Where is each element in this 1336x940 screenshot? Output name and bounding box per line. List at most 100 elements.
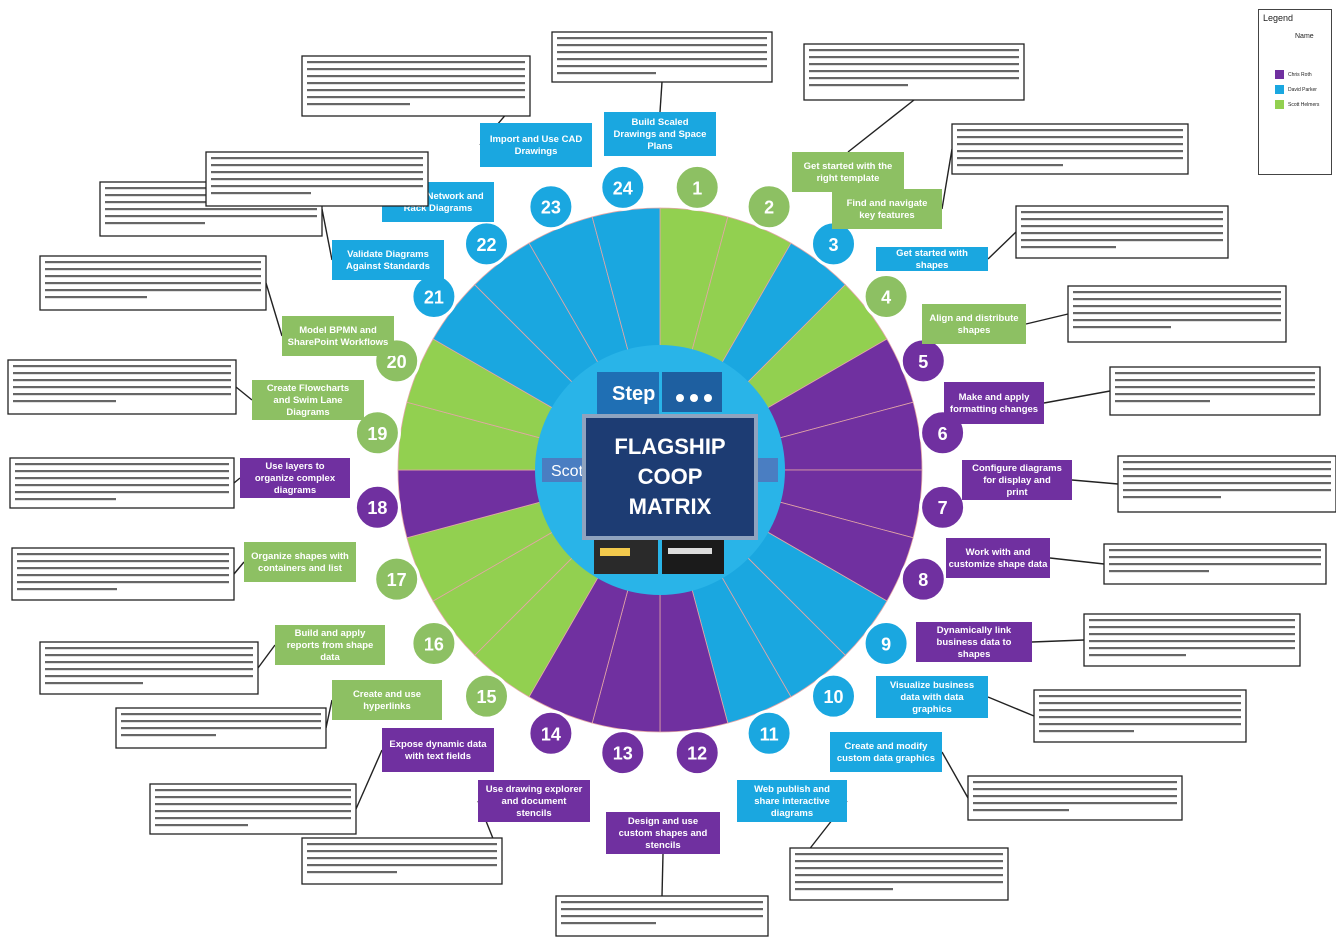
- connector-line: [1031, 639, 1085, 643]
- legend-entry-name: Chris Roth: [1288, 71, 1312, 78]
- note-text-line: [557, 51, 767, 54]
- topic-label-box: [604, 112, 716, 156]
- note-text-line: [561, 915, 763, 918]
- topic-label-text: Drawings and Space: [614, 129, 707, 140]
- note-text-line: [1021, 246, 1116, 249]
- note-text-line: [1039, 702, 1241, 705]
- topic-number-badge: [745, 709, 793, 757]
- note-text-line: [15, 491, 229, 494]
- note-text-line: [1115, 379, 1315, 382]
- legend-entry: David Parker: [1275, 85, 1317, 94]
- description-note: [149, 783, 357, 835]
- description-note: [555, 895, 769, 937]
- description-note: [7, 359, 237, 415]
- note-text-line: [13, 400, 116, 403]
- note-text-line: [17, 567, 229, 570]
- note-text-line: [17, 588, 117, 591]
- topic-number: 3: [828, 235, 838, 255]
- legend: Legend Name Chris Roth David Parker Scot…: [1258, 9, 1332, 175]
- topic-label-text: Drawings: [515, 146, 558, 157]
- connector-line: [265, 282, 283, 337]
- description-note: [1067, 285, 1287, 343]
- topic-number-badge: [410, 620, 458, 667]
- note-text-line: [795, 860, 1003, 863]
- note-text-line: [557, 44, 767, 47]
- note-text-line: [307, 96, 525, 99]
- description-note-box: [301, 55, 531, 117]
- topic-number-badge: [527, 183, 575, 231]
- description-note: [301, 55, 531, 117]
- note-text-line: [211, 185, 423, 188]
- note-text-line: [957, 150, 1183, 153]
- topic-label-text: for display and: [983, 475, 1051, 486]
- topic-label-box: [240, 458, 350, 498]
- description-note: [1015, 205, 1229, 259]
- topic-number: 13: [613, 744, 633, 764]
- description-note: [1117, 455, 1336, 513]
- topic-number: 10: [823, 687, 843, 707]
- note-text-line: [307, 103, 410, 106]
- flagship-coop-matrix-title: FLAGSHIP COOP MATRIX: [582, 414, 758, 540]
- note-text-line: [809, 77, 1019, 80]
- connector-line: [659, 81, 663, 113]
- note-text-line: [45, 268, 261, 271]
- connector-line: [941, 148, 953, 210]
- description-note-box: [9, 457, 235, 509]
- topic-label-text: shapes: [958, 649, 991, 660]
- note-text-line: [1021, 211, 1223, 214]
- connector-line: [355, 749, 383, 810]
- note-text-line: [45, 282, 261, 285]
- topic-label-text: Find and navigate: [847, 198, 928, 209]
- description-note: [1083, 613, 1301, 667]
- note-text-line: [1109, 549, 1321, 552]
- topic-number-badge: [745, 183, 793, 231]
- topic-label-box: [876, 247, 988, 271]
- note-text-line: [307, 61, 525, 64]
- topic-label-text: Build Scaled: [631, 117, 688, 128]
- topic-number-badge: [810, 672, 857, 720]
- note-text-line: [561, 908, 763, 911]
- note-text-line: [561, 922, 656, 925]
- topic-label-text: custom shapes and: [619, 828, 708, 839]
- note-text-line: [1021, 232, 1223, 235]
- topic-label-text: data: [320, 652, 340, 663]
- topic-label-box: [830, 732, 942, 772]
- note-text-line: [1073, 291, 1281, 294]
- note-text-line: [1123, 468, 1331, 471]
- note-text-line: [307, 68, 525, 71]
- note-text-line: [1115, 393, 1315, 396]
- note-text-line: [105, 215, 317, 218]
- note-text-line: [307, 75, 525, 78]
- topic-label-text: Rack Diagrams: [404, 203, 473, 214]
- topic-label-box: [480, 123, 592, 167]
- connector-line: [661, 853, 664, 897]
- topic-label-text: share interactive: [754, 796, 830, 807]
- description-note: [789, 847, 1009, 901]
- topic-label-text: organize complex: [255, 473, 336, 484]
- topic-label-text: Build and apply: [295, 628, 366, 639]
- description-note: [115, 707, 327, 749]
